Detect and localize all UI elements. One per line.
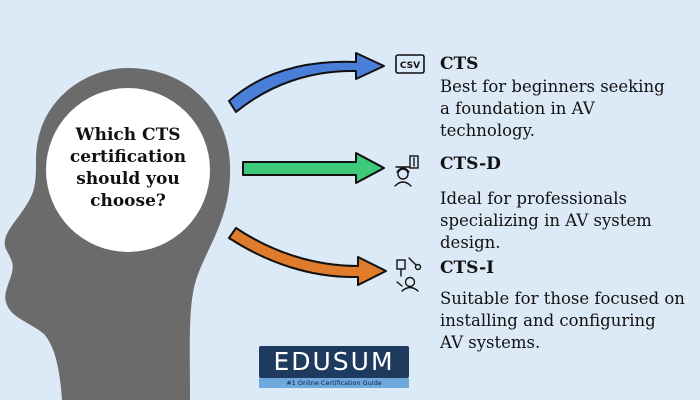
option-title: CTS [440,54,479,74]
question-line: choose? [90,191,166,211]
arrow-cts [228,52,385,113]
question-line: should you [76,169,180,189]
logo-tagline: #1 Online Certification Guide [259,378,409,388]
description-line: a foundation in AV [440,99,595,118]
description-line: specializing in AV system [440,211,652,230]
description-line: Suitable for those focused on [440,289,685,308]
option-description: Best for beginners seeking a foundation … [440,76,698,142]
option-title: CTS-D [440,154,501,174]
head-circle [46,88,210,252]
option-cts-d: CTS-D Ideal for professionals specializi… [440,154,698,254]
option-description: Suitable for those focused on installing… [440,288,698,354]
question-line: Which CTS [75,125,181,145]
installer-tools-icon [396,257,422,292]
option-title: CTS-I [440,258,495,278]
option-description: Ideal for professionals specializing in … [440,188,698,254]
question-text: Which CTS certification should you choos… [58,124,198,212]
description-line: Ideal for professionals [440,189,627,208]
logo-brand: EDUSUM [259,346,409,378]
arrow-cts-d [242,152,385,184]
edusum-logo: EDUSUM #1 Online Certification Guide [259,346,409,388]
question-line: certification [69,147,187,167]
description-line: design. [440,233,501,252]
description-line: technology. [440,121,535,140]
arrow-cts-i [228,227,387,286]
engineer-design-icon [394,155,419,187]
option-cts-i: CTS-I Suitable for those focused on inst… [440,258,698,354]
csv-icon: CSV [395,54,425,74]
option-cts: CTS Best for beginners seeking a foundat… [440,54,698,142]
description-line: Best for beginners seeking [440,77,665,96]
csv-icon-label: CSV [400,61,420,71]
description-line: AV systems. [440,333,541,352]
description-line: installing and configuring [440,311,656,330]
